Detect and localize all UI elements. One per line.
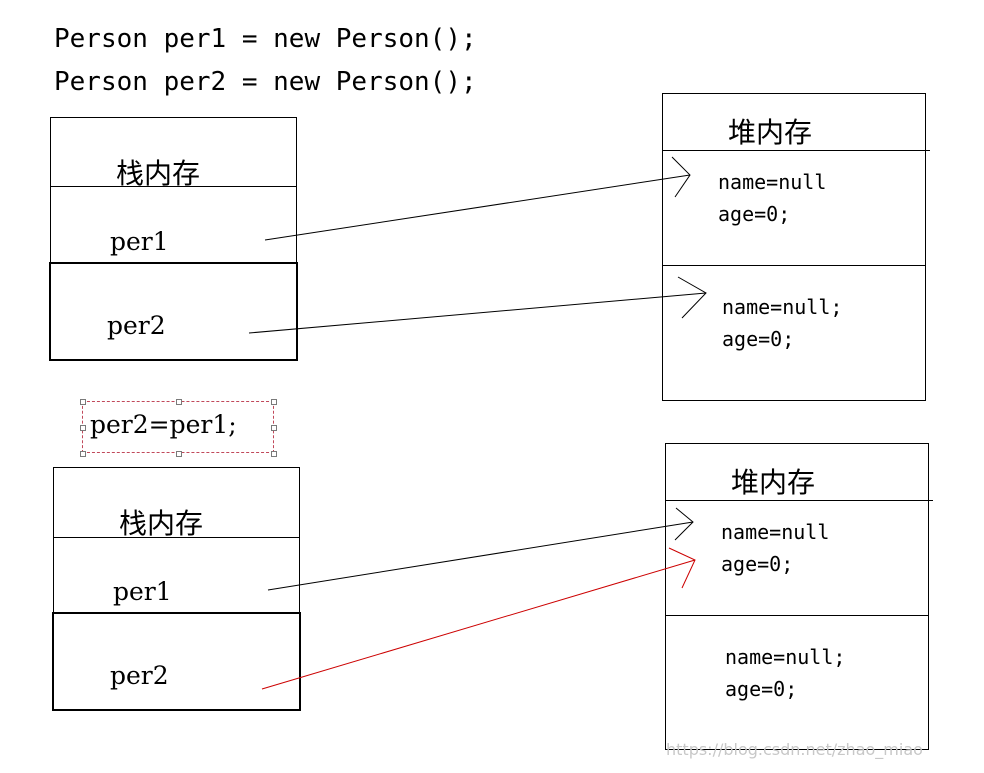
before-stack-title: 栈内存 — [116, 157, 201, 190]
before-stack-var-per1: per1 — [110, 227, 169, 256]
after-stack-var-per1: per1 — [113, 577, 172, 606]
selection-handle — [80, 399, 86, 405]
before-stack-var-per2: per2 — [107, 311, 166, 340]
before-heap-object-divider — [662, 265, 926, 266]
after-heap-title: 堆内存 — [731, 466, 816, 499]
before-arrow-per1-to-object1 — [264, 156, 691, 241]
after-heap-title-divider — [665, 500, 933, 501]
after-stack-per2-cell — [52, 612, 301, 711]
after-heap-obj2-age: age=0; — [725, 677, 798, 701]
selection-handle — [271, 451, 277, 457]
after-stack-var-per2: per2 — [110, 661, 169, 690]
code-line-1: Person per1 = new Person(); — [54, 24, 477, 54]
after-stack-title: 栈内存 — [119, 507, 204, 540]
after-heap-obj1-name: name=null — [721, 520, 830, 544]
after-heap-object-divider — [665, 615, 929, 616]
after-heap-obj2-name: name=null; — [725, 645, 846, 669]
before-heap-obj2-name: name=null; — [722, 295, 843, 319]
watermark-text: https://blog.csdn.net/zhao_miao — [666, 740, 923, 759]
after-heap-box — [665, 443, 929, 750]
before-stack-divider — [50, 186, 297, 187]
before-heap-box — [662, 93, 926, 401]
after-arrow-per2-to-object1 — [261, 547, 696, 690]
after-stack-box — [53, 467, 300, 614]
after-heap-obj1-age: age=0; — [721, 552, 794, 576]
before-stack-per2-cell — [49, 262, 298, 361]
selection-handle — [80, 425, 86, 431]
before-heap-title: 堆内存 — [728, 116, 813, 149]
before-heap-obj2-age: age=0; — [722, 327, 795, 351]
before-heap-title-divider — [662, 150, 930, 151]
after-stack-divider — [53, 537, 300, 538]
assignment-statement: per2=per1; — [90, 410, 237, 439]
code-line-2: Person per2 = new Person(); — [54, 67, 477, 97]
before-stack-box — [50, 117, 297, 264]
before-heap-obj1-age: age=0; — [718, 202, 791, 226]
selection-handle — [176, 399, 182, 405]
selection-handle — [176, 451, 182, 457]
selection-handle — [271, 399, 277, 405]
before-heap-obj1-name: name=null — [718, 170, 827, 194]
before-arrow-per2-to-object2 — [248, 276, 707, 334]
selection-handle — [271, 425, 277, 431]
selection-handle — [80, 451, 86, 457]
after-arrow-per1-to-object1 — [267, 507, 694, 591]
